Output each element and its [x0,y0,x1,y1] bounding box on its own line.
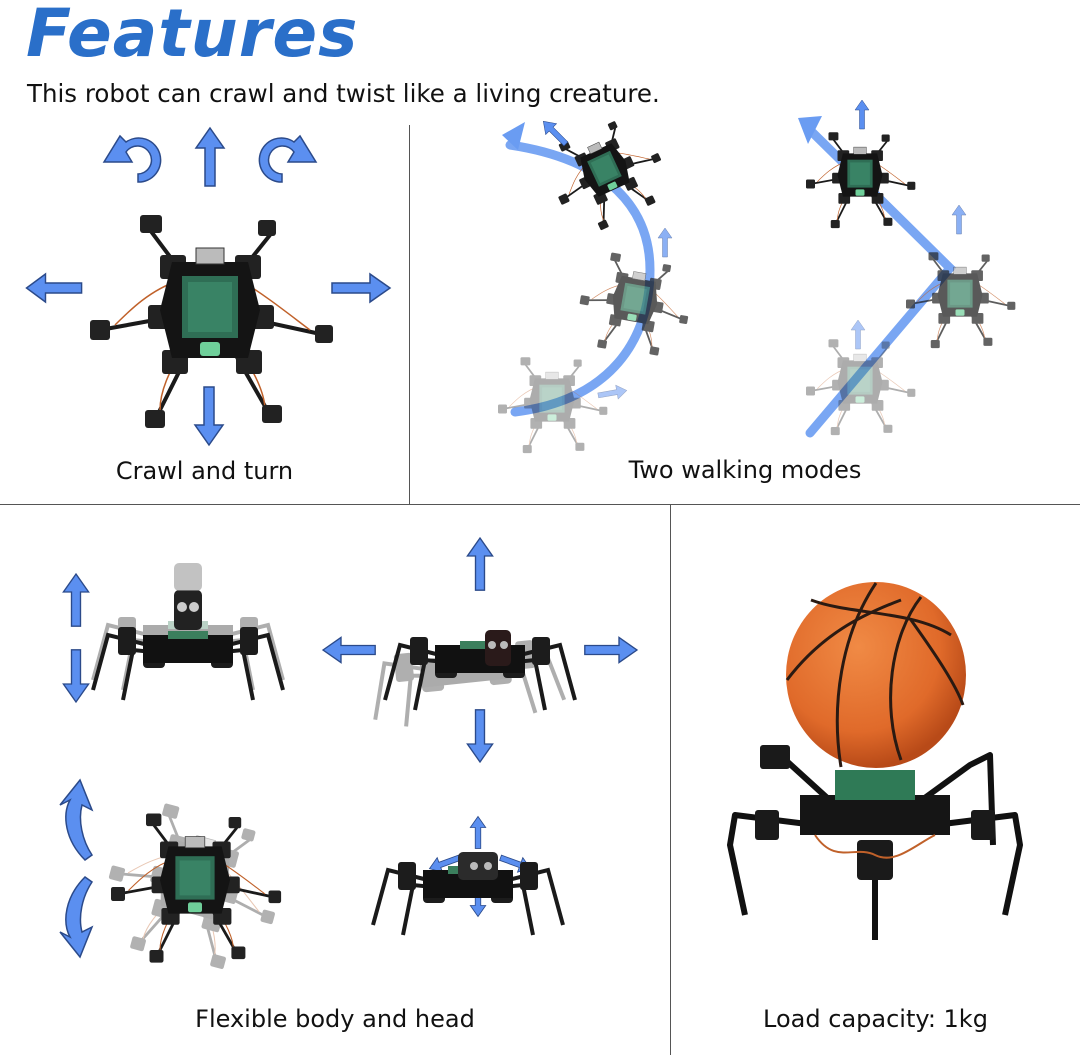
up-arrow-icon [466,537,494,591]
caption-two-walking-modes: Two walking modes [628,456,862,484]
left-arrow-icon [25,272,83,304]
divider-vertical-bottom [670,504,671,1055]
page-title: Features [26,0,359,72]
hexapod-head-robot [371,852,565,937]
hexapod-twisting-robot [91,792,297,984]
divider-vertical-top [409,125,410,505]
basketball-icon [785,582,966,768]
walking-modes-illustration [497,99,1017,455]
twist-down-arrow-icon [59,876,94,959]
panel-two-walking-modes: Two walking modes [410,99,1080,504]
rotate-left-arrow-icon [102,134,162,183]
down-arrow-icon [194,386,224,446]
caption-crawl-and-turn: Crawl and turn [115,457,294,485]
divider-horizontal [0,504,1080,505]
caption-load-capacity: Load capacity: 1kg [763,1005,988,1033]
right-arrow-icon [584,636,638,664]
down-arrow-icon [466,709,494,763]
twist-up-arrow-icon [59,778,94,861]
right-arrow-icon [331,272,392,304]
page-subtitle: This robot can crawl and twist like a li… [27,79,660,108]
panel-load-capacity: Load capacity: 1kg [671,505,1080,1055]
hexapod-tilted-robot [366,630,577,732]
load-capacity-illustration [727,582,1023,940]
left-arrow-icon [322,636,376,664]
panel-flexible-body-and-head: Flexible body and head [0,505,670,1055]
caption-flexible-body-and-head: Flexible body and head [195,1005,475,1033]
panel-crawl-and-turn: Crawl and turn [0,125,409,504]
crawl-illustration [25,127,392,446]
hexapod-robot-carrying [727,745,1023,940]
hexapod-front-view-robot [91,563,285,702]
down-arrow-icon [62,649,90,703]
rotate-right-arrow-icon [258,134,318,183]
up-arrow-icon [195,127,225,187]
flexible-body-illustration [59,537,638,984]
up-arrow-icon [62,573,90,627]
curved-path-arrowhead [502,122,525,150]
